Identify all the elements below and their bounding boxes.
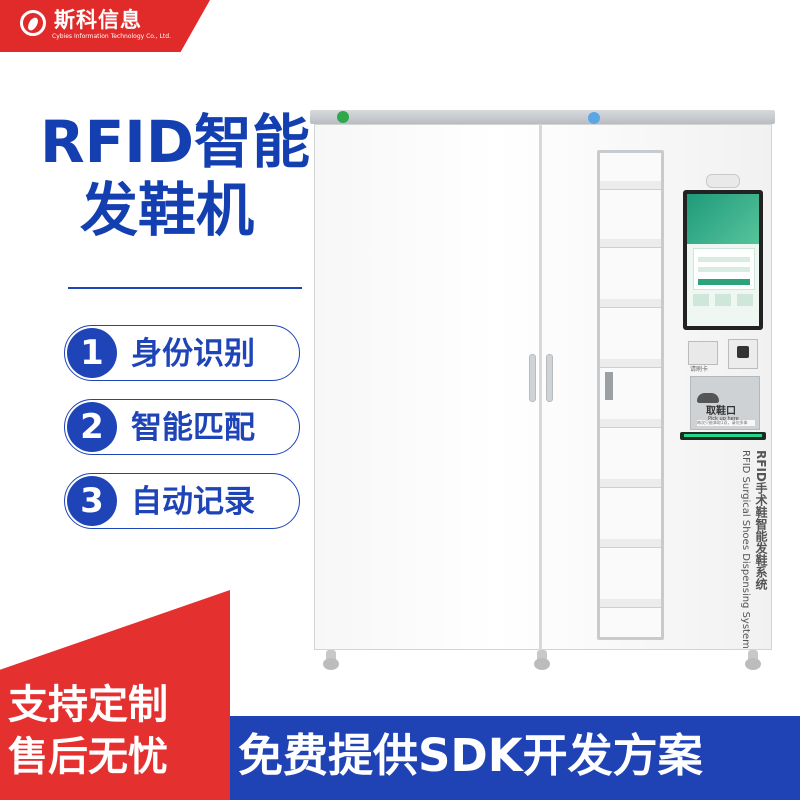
- sdk-offer-text: 免费提供SDK开发方案: [238, 729, 703, 782]
- shelf: [600, 299, 661, 308]
- screen-login-panel: [693, 248, 755, 290]
- door-split: [539, 124, 542, 650]
- shelf: [600, 359, 661, 368]
- logo-subtitle: Cybies Information Technology Co., Ltd.: [52, 33, 171, 40]
- shelf: [600, 599, 661, 608]
- screen-input: [698, 267, 750, 272]
- title-divider: [68, 287, 302, 289]
- logo-icon: [20, 10, 46, 36]
- touch-screen: [683, 190, 763, 330]
- after-sales-text: 售后无忧: [8, 734, 168, 780]
- caster-wheel: [534, 650, 550, 670]
- cabinet-top: [310, 110, 775, 124]
- scanner-icon: [728, 339, 758, 369]
- screen-login-button: [698, 279, 750, 285]
- screen-icon: [693, 294, 709, 306]
- caster-wheel: [323, 650, 339, 670]
- screen-icon-row: [693, 294, 753, 308]
- feature-identity: 1 身份识别: [64, 325, 300, 381]
- feature-label: 智能匹配: [131, 410, 255, 446]
- product-title-line1: RFID智能: [40, 108, 311, 176]
- lock-slot: [605, 372, 613, 400]
- feature-label: 身份识别: [131, 336, 255, 372]
- screen-icon: [737, 294, 753, 306]
- system-name-en: RFID Surgical Shoes Dispensing System: [740, 450, 751, 649]
- pickup-notice: 每次只能拿取1双，请勿多拿: [697, 420, 755, 426]
- screen-content: [687, 194, 759, 326]
- caster-wheel: [745, 650, 761, 670]
- pickup-label: 取鞋口: [706, 406, 736, 417]
- camera-icon: [706, 174, 740, 188]
- shelf: [600, 419, 661, 428]
- pickup-slot: [680, 432, 766, 440]
- logo-name: 斯科信息: [54, 8, 142, 32]
- shoe-icon: [697, 393, 719, 403]
- shelf: [600, 539, 661, 548]
- recycle-icon: [337, 111, 349, 123]
- feature-recording: 3 自动记录: [64, 473, 300, 529]
- feature-number: 3: [67, 476, 117, 526]
- product-title-line2: 发鞋机: [80, 176, 255, 244]
- sensor-icon: [588, 112, 600, 124]
- feature-number: 1: [67, 328, 117, 378]
- shelf-window: [597, 150, 664, 640]
- screen-banner: [687, 194, 759, 244]
- screen-input: [698, 257, 750, 262]
- customization-text: 支持定制: [8, 682, 168, 728]
- system-name-cn: RFID手术鞋智能发鞋系统: [754, 450, 768, 590]
- feature-matching: 2 智能匹配: [64, 399, 300, 455]
- feature-number: 2: [67, 402, 117, 452]
- pickup-label-en: Pick up here: [708, 416, 739, 422]
- feature-label: 自动记录: [131, 484, 255, 520]
- shelf: [600, 479, 661, 488]
- card-reader-icon: [688, 341, 718, 365]
- screen-icon: [715, 294, 731, 306]
- card-reader-label: 请刷卡: [690, 366, 709, 373]
- shelf: [600, 181, 661, 190]
- door-handle-left: [529, 354, 536, 402]
- product-title: RFID智能 发鞋机: [40, 108, 310, 244]
- shelf: [600, 239, 661, 248]
- door-handle-right: [546, 354, 553, 402]
